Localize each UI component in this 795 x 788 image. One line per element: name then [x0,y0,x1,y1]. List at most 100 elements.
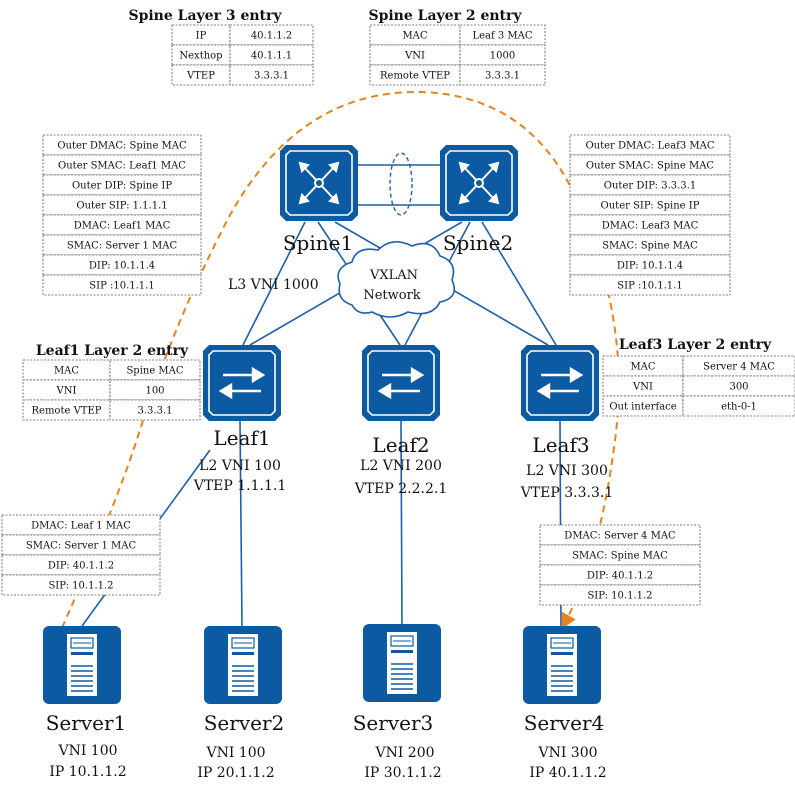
server4-device [523,626,601,704]
switch-arrows-icon [377,366,425,400]
table-cell-text: Remote VTEP [380,71,450,82]
table-cell-text: DMAC: Leaf3 MAC [602,221,699,232]
table-cell-text: IP [196,31,207,42]
leaf3-vtep: VTEP 3.3.3.1 [520,485,614,501]
table-cell [682,375,795,397]
leaf1-device [203,345,281,421]
server-tower-icon [67,634,97,696]
router-arrows-icon [458,161,500,205]
server1-device [43,626,121,704]
table-cell-text: Outer SMAC: Leaf1 MAC [58,161,186,172]
server3-vni: VNI 200 [374,745,434,761]
table-cell-text: Outer DMAC: Spine MAC [57,141,187,152]
server1-label: Server1 [46,711,127,735]
link-leaf2-server3 [400,419,403,627]
table-cell-text: Out interface [609,402,676,413]
table-cell [539,584,701,606]
leaf3-vni: L2 VNI 300 [526,463,608,479]
table-cell-text: Spine MAC [126,366,183,377]
table-cell-text: SIP: 10.1.1.2 [587,591,652,602]
server4-vni: VNI 300 [537,745,597,761]
link-leaf1-server2 [239,419,243,627]
leaf3-label: Leaf3 [532,433,589,457]
table-cell-text: 100 [145,386,164,397]
table-cell-text: SMAC: Server 1 MAC [26,541,137,552]
table-cell-text: Remote VTEP [32,406,102,417]
leaf1-label: Leaf1 [213,426,270,450]
link-spine1-leaf1 [242,221,306,346]
leaf1-vni: L2 VNI 100 [199,458,281,474]
table-cell [682,395,795,417]
router-arrows-icon [298,161,340,205]
table-cell-text: SMAC: Spine MAC [572,551,668,562]
table-cell-text: 40.1.1.1 [251,51,292,62]
table-cell-text: 3.3.3.1 [138,406,173,417]
table-cell-text: DMAC: Leaf1 MAC [74,221,171,232]
spine1-device [280,145,358,221]
table-cell-text: DMAC: Leaf 1 MAC [31,521,131,532]
left-header-stack: Outer DMAC: Spine MAC Outer SMAC: Leaf1 M… [42,134,202,296]
lag-bundle-ellipse [389,152,413,216]
server2-device [204,626,282,704]
table-cell-text: VTEP [186,71,215,82]
leaf2-vtep: VTEP 2.2.2.1 [354,481,448,497]
spine-l3-title: Spine Layer 3 entry [128,8,282,24]
server4-frame-stack: DMAC: Server 4 MAC SMAC: Spine MAC DIP: 40… [539,524,701,606]
table-cell [682,355,795,377]
spine-l2-title: Spine Layer 2 entry [368,8,522,24]
table-cell-text: MAC [630,362,655,373]
vxlan-cloud: VXLAN Network [337,241,456,318]
server3-ip: IP 30.1.1.2 [364,765,441,781]
server-tower-icon [228,634,258,696]
server2-label: Server2 [204,711,285,735]
table-cell-text: 3.3.3.1 [254,71,289,82]
spine2-label: Spine2 [443,231,513,255]
server1-vni: VNI 100 [57,743,117,759]
link-spine2-leaf3 [481,221,557,346]
table-cell [459,64,546,86]
table-cell-text: Outer SIP: Spine IP [601,201,700,212]
table-cell-text: Outer DIP: Spine IP [72,181,172,192]
table-cell-text: Outer SMAC: Spine MAC [586,161,714,172]
table-cell-text: VNI [632,382,653,393]
leaf1-vtep: VTEP 1.1.1.1 [193,478,287,494]
table-cell [22,399,111,421]
server3-device [363,624,441,702]
table-cell [42,274,202,296]
table-cell-text: SMAC: Spine MAC [602,241,698,252]
server2-ip: IP 20.1.1.2 [197,765,274,781]
table-cell-text: 3.3.3.1 [485,71,520,82]
table-cell-text: DMAC: Server 4 MAC [564,531,676,542]
table-cell-text: 300 [729,382,748,393]
table-cell-text: SIP :10.1.1.1 [89,281,154,292]
leaf2-label: Leaf2 [372,433,429,457]
server4-ip: IP 40.1.1.2 [529,765,606,781]
table-cell [109,399,201,421]
table-cell-text: DIP: 40.1.1.2 [587,571,653,582]
leaf1-l2-title: Leaf1 Layer 2 entry [36,343,189,359]
table-cell-text: SMAC: Server 1 MAC [67,241,178,252]
server4-label: Server4 [524,711,605,735]
table-cell-text: MAC [402,31,427,42]
switch-arrows-icon [218,366,266,400]
cloud-line2: Network [363,288,420,303]
table-cell-text: eth-0-1 [721,402,757,413]
server-tower-icon [547,634,577,696]
server2-vni: VNI 100 [205,745,265,761]
table-cell-text: SIP :10.1.1.1 [617,281,682,292]
table-cell [229,64,314,86]
table-cell-text: Leaf 3 MAC [472,31,532,42]
table-cell-text: Outer SIP: 1.1.1.1 [76,201,167,212]
leaf2-device [362,345,440,421]
server-tower-icon [387,632,417,694]
server1-ip: IP 10.1.1.2 [49,764,126,780]
table-cell-text: Nexthop [179,51,222,62]
table-cell-text: SIP: 10.1.1.2 [48,581,113,592]
